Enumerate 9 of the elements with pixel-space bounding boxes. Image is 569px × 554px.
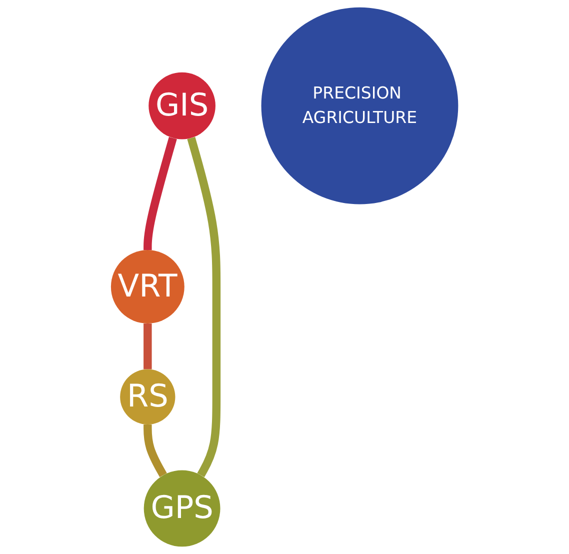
- connector: [143, 424, 167, 478]
- node-circle: GIS: [148, 72, 216, 140]
- node-circle: VRT: [110, 250, 184, 324]
- connector: [143, 136, 177, 250]
- connector: [187, 136, 220, 478]
- node-circle: GPS: [144, 470, 220, 547]
- connector: [143, 323, 152, 370]
- node-circle: PRECISION AGRICULTURE: [261, 7, 458, 204]
- node-circle: RS: [120, 369, 176, 424]
